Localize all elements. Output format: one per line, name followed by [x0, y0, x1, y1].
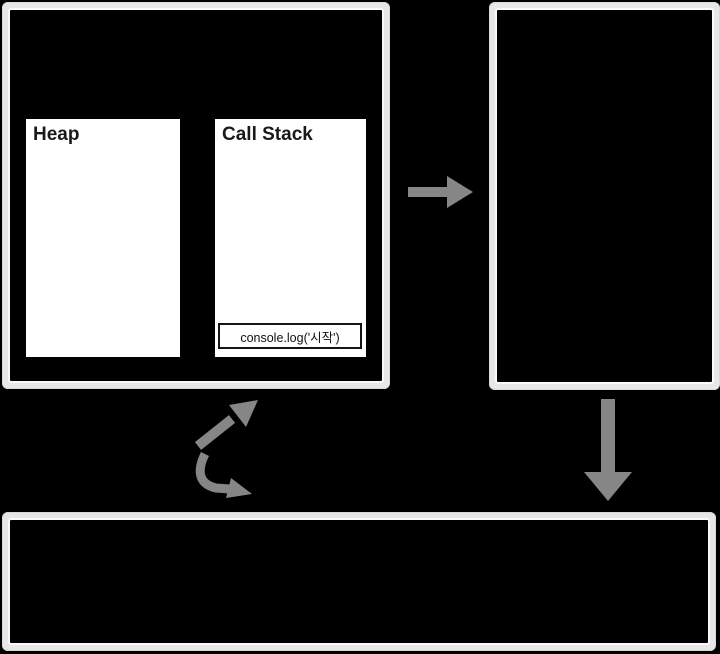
call-stack-title: Call Stack [222, 124, 313, 145]
bottom-box [2, 512, 716, 651]
down-arrow-icon [584, 399, 632, 501]
right-box-interior [495, 8, 714, 384]
heap-callstack-box-interior: Heap Call Stack console.log('시작') [8, 8, 384, 383]
curve-down-right-arrow-icon [195, 451, 252, 498]
up-right-arrow-icon [194, 400, 258, 450]
call-stack-panel: Call Stack console.log('시작') [215, 119, 366, 357]
heap-panel: Heap [26, 119, 180, 357]
right-arrow-icon [408, 176, 473, 208]
call-stack-frame: console.log('시작') [218, 323, 362, 349]
heap-callstack-box: Heap Call Stack console.log('시작') [2, 2, 390, 389]
right-box [489, 2, 720, 390]
heap-title: Heap [33, 124, 80, 145]
bottom-box-interior [8, 518, 710, 645]
